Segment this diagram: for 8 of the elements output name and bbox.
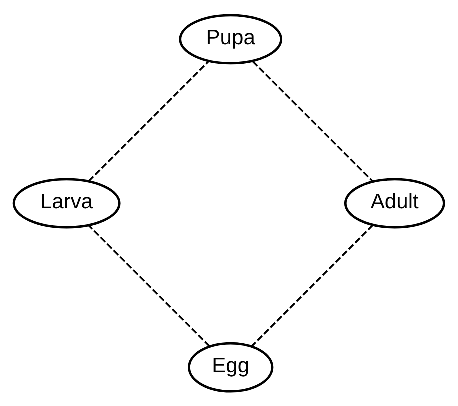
connector xyxy=(88,60,210,182)
node-ellipse: Larva xyxy=(12,178,121,228)
connector xyxy=(88,224,210,347)
node-ellipse: Pupa xyxy=(179,14,283,64)
connector xyxy=(252,60,374,182)
connector xyxy=(252,224,374,346)
node-ellipse: Adult xyxy=(344,178,446,228)
node-ellipse: Egg xyxy=(188,342,274,392)
